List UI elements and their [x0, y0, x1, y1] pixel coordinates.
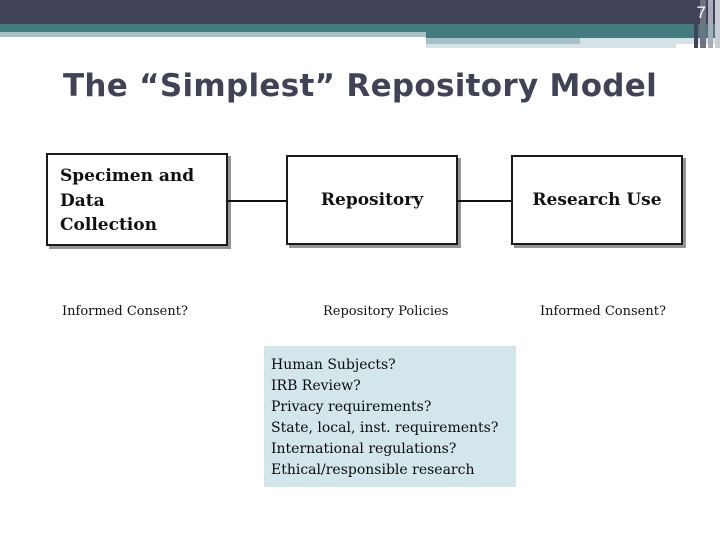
header-band-teal-left [0, 24, 426, 32]
caption-research-use: Informed Consent? [540, 304, 666, 319]
caption-repository: Repository Policies [323, 304, 449, 319]
question-line: State, local, inst. requirements? [271, 420, 499, 436]
flow-box-label: Research Use [532, 189, 662, 210]
question-line: IRB Review? [271, 378, 361, 394]
question-line: Ethical/responsible research [271, 462, 475, 478]
questions-block: Human Subjects? IRB Review? Privacy requ… [264, 346, 516, 487]
header-stripe-2 [700, 0, 706, 48]
flow-box-repository: Repository [286, 155, 458, 245]
question-line: Privacy requirements? [271, 399, 432, 415]
header-band-teal-right [426, 24, 720, 38]
page-title: The “Simplest” Repository Model [62, 68, 658, 104]
connector-repository-to-research-use [458, 200, 513, 202]
header-band-pale-left [0, 32, 426, 37]
question-line: Human Subjects? [271, 357, 396, 373]
connector-collection-to-repository [228, 200, 288, 202]
header-band-faint-strip [580, 38, 720, 44]
page-number: 7 [696, 3, 706, 22]
flow-box-research-use: Research Use [511, 155, 683, 245]
header-band-dark [0, 0, 720, 24]
header-stripe-1 [694, 0, 698, 48]
question-line: International regulations? [271, 441, 457, 457]
caption-collection: Informed Consent? [62, 304, 188, 319]
header-stripe-4 [715, 0, 720, 48]
header-band-faint-right [426, 44, 676, 48]
header-band-pale-right [426, 38, 580, 44]
flow-box-label: Repository [320, 189, 424, 210]
header-stripe-3 [708, 0, 713, 48]
